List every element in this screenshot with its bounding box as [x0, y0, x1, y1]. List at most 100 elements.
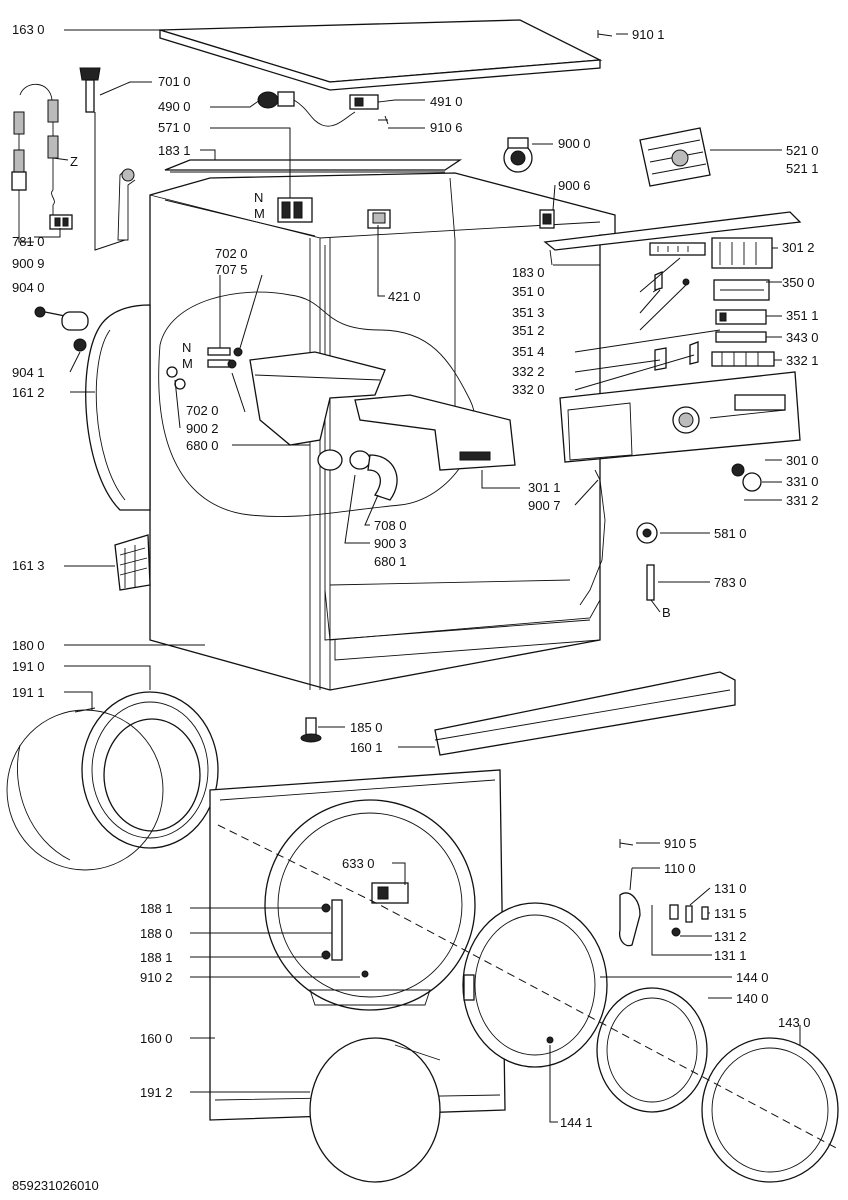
- plinth-160-1: [434, 671, 736, 756]
- label-904-0: 904 0: [12, 280, 45, 295]
- label-680-1: 680 1: [374, 554, 407, 569]
- label-n-top: N: [254, 190, 263, 205]
- part-701-0: [79, 67, 101, 113]
- foot-185-0: [300, 717, 322, 743]
- label-m-mid: M: [182, 356, 193, 371]
- label-571-0: 571 0: [158, 120, 191, 135]
- part-351-1: [715, 309, 767, 325]
- label-131-1: 131 1: [714, 948, 747, 963]
- label-910-6: 910 6: [430, 120, 463, 135]
- label-185-0: 185 0: [350, 720, 383, 735]
- label-331-2: 331 2: [786, 493, 819, 508]
- label-160-1: 160 1: [350, 740, 383, 755]
- drawer-301-1: [354, 394, 516, 471]
- grille-161-3: [114, 534, 151, 591]
- label-490-0: 490 0: [158, 99, 191, 114]
- inlet-valve-top: [277, 197, 313, 223]
- label-332-0: 332 0: [512, 382, 545, 397]
- label-160-0: 160 0: [140, 1031, 173, 1046]
- part-490-0: [257, 91, 356, 127]
- boot-191-2: [309, 1037, 441, 1183]
- label-900-0: 900 0: [558, 136, 591, 151]
- footer-code: 859231026010: [12, 1178, 99, 1193]
- label-351-2: 351 2: [512, 323, 545, 338]
- label-900-6: 900 6: [558, 178, 591, 193]
- label-180-0: 180 0: [12, 638, 45, 653]
- part-900-9: [49, 214, 73, 230]
- label-191-2: 191 2: [140, 1085, 173, 1100]
- label-633-0: 633 0: [342, 856, 375, 871]
- label-351-1: 351 1: [786, 308, 819, 323]
- part-351-3: [654, 271, 663, 291]
- label-783-0: 783 0: [714, 575, 747, 590]
- leader-lines: [18, 29, 801, 1123]
- part-331-2: [731, 463, 745, 477]
- label-708-0: 708 0: [374, 518, 407, 533]
- part-343-0: [715, 331, 767, 343]
- label-332-2: 332 2: [512, 364, 545, 379]
- label-188-1-b: 188 1: [140, 950, 173, 965]
- top-lid: [159, 19, 603, 91]
- label-421-0: 421 0: [388, 289, 421, 304]
- dispenser-680-0: [249, 351, 386, 471]
- label-161-2: 161 2: [12, 385, 45, 400]
- label-301-1: 301 1: [528, 480, 561, 495]
- part-351-2: [682, 278, 690, 286]
- label-331-0: 331 0: [786, 474, 819, 489]
- label-m-top: M: [254, 206, 265, 221]
- knob-331-0: [742, 472, 762, 492]
- gasket-161-2: [85, 304, 151, 511]
- label-301-0: 301 0: [786, 453, 819, 468]
- label-b: B: [662, 605, 671, 620]
- label-z: Z: [70, 154, 78, 169]
- door-lock-633-0: [371, 882, 409, 904]
- label-707-5: 707 5: [215, 262, 248, 277]
- part-421-0: [367, 209, 391, 229]
- module-301-2: [711, 237, 773, 269]
- label-161-3: 161 3: [12, 558, 45, 573]
- label-144-1: 144 1: [560, 1115, 593, 1130]
- label-191-0: 191 0: [12, 659, 45, 674]
- part-904-0: [34, 306, 89, 352]
- label-n-mid: N: [182, 340, 191, 355]
- label-143-0: 143 0: [778, 1015, 811, 1030]
- label-301-2: 301 2: [782, 240, 815, 255]
- button-strip-332-1: [711, 351, 775, 367]
- label-140-0: 140 0: [736, 991, 769, 1006]
- label-163-0: 163 0: [12, 22, 45, 37]
- label-581-0: 581 0: [714, 526, 747, 541]
- part-900-6: [539, 209, 555, 229]
- hose-900-3: [349, 450, 398, 501]
- label-332-1: 332 1: [786, 353, 819, 368]
- label-183-0: 183 0: [512, 265, 545, 280]
- board-350-0: [713, 279, 770, 301]
- label-191-1: 191 1: [12, 685, 45, 700]
- label-910-5: 910 5: [664, 836, 697, 851]
- label-904-1: 904 1: [12, 365, 45, 380]
- hinge-188: [321, 899, 369, 978]
- label-781-0: 781 0: [12, 234, 45, 249]
- part-900-0: [503, 137, 533, 173]
- label-183-1: 183 1: [158, 143, 191, 158]
- label-900-2: 900 2: [186, 421, 219, 436]
- control-panel-301-0: [559, 371, 801, 463]
- label-351-0: 351 0: [512, 284, 545, 299]
- part-332-2: [654, 347, 667, 371]
- label-351-4: 351 4: [512, 344, 545, 359]
- label-131-5: 131 5: [714, 906, 747, 921]
- label-188-1-a: 188 1: [140, 901, 173, 916]
- control-module-521-0: [639, 127, 711, 187]
- door-ring-143-0: [701, 1037, 839, 1183]
- label-702-0-a: 702 0: [215, 246, 248, 261]
- inlet-hose: [94, 112, 136, 251]
- rail-183-0: [543, 211, 802, 266]
- label-910-2: 910 2: [140, 970, 173, 985]
- top-rail-183-1: [164, 159, 463, 173]
- label-900-7: 900 7: [528, 498, 561, 513]
- rod-783-0: [646, 564, 655, 601]
- label-910-1: 910 1: [632, 27, 665, 42]
- label-351-3: 351 3: [512, 305, 545, 320]
- label-144-0: 144 0: [736, 970, 769, 985]
- screw-910-1: [597, 30, 613, 38]
